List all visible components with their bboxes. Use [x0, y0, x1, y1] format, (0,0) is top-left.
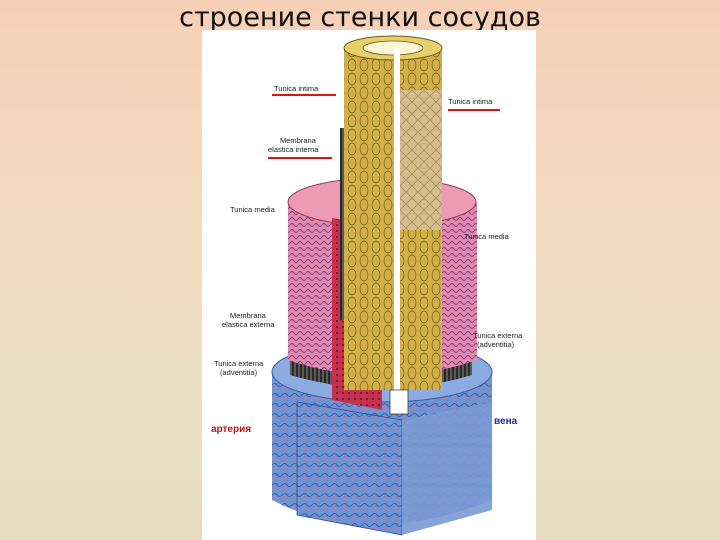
label-tunica-externa-left-1: Tunica externa: [214, 360, 263, 368]
label-tunica-media-right: Tunica media: [464, 233, 509, 241]
slide-title: строение стенки сосудов: [0, 2, 720, 33]
label-tunica-externa-left-2: (adventitia): [220, 369, 257, 377]
label-vein: вена: [494, 416, 517, 427]
label-tunica-intima-right: Tunica intima: [448, 98, 492, 106]
highlight-intima-right: [448, 109, 500, 111]
lumen-opening: [363, 41, 423, 55]
adventitia-front-left: [297, 402, 402, 535]
label-membrana-externa-1: Membrana: [230, 312, 266, 320]
adventitia-front-right: [402, 402, 492, 535]
vessel-cross-section: [202, 30, 536, 540]
center-divider: [394, 48, 400, 408]
highlight-intima-left: [272, 94, 336, 96]
vein-intima-tan: [400, 90, 442, 230]
label-membrana-externa-2: elastica externa: [222, 321, 275, 329]
label-tunica-intima-left: Tunica intima: [274, 85, 318, 93]
highlight-membrana-interna: [268, 157, 332, 159]
vessel-wall-illustration: Tunica intima Membrana elastica interna …: [202, 30, 536, 540]
label-tunica-media-left: Tunica media: [230, 206, 275, 214]
label-membrana-interna-2: elastica interna: [268, 146, 318, 154]
label-membrana-interna-1: Membrana: [280, 137, 316, 145]
label-artery: артерия: [211, 424, 251, 435]
label-tunica-externa-right-2: (adventitia): [477, 341, 514, 349]
label-tunica-externa-right-1: Tunica externa: [473, 332, 522, 340]
lumen-bottom: [390, 390, 408, 414]
